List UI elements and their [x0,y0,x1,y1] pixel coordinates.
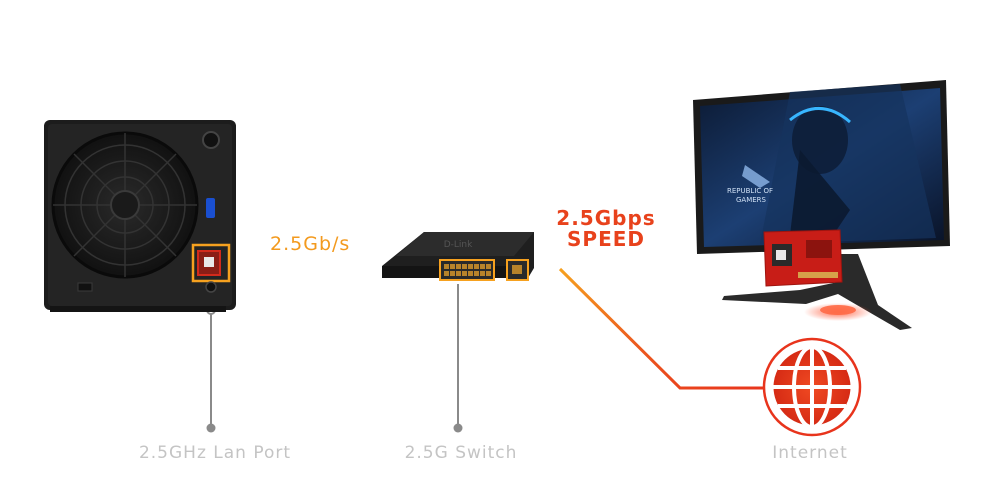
switch-brand-label: D-Link [444,240,473,250]
globe-icon [762,337,862,437]
lan-port-highlight [191,243,231,283]
connection-lines [230,267,790,390]
monitor-speed-line1: 2.5Gbps [556,206,656,230]
monitor-speed-line2: SPEED [567,227,645,251]
switch-to-internet-link [558,267,770,390]
nas-device-icon [44,120,236,312]
gaming-monitor-icon: REPUBLIC OF GAMERS [693,80,950,330]
power-button-icon [202,131,220,149]
switch-ports-highlight [439,259,495,281]
monitor-logo-line1: REPUBLIC OF [727,187,773,195]
switch-caption: 2.5G Switch [404,443,518,463]
lan-port-caption: 2.5GHz Lan Port [138,443,292,463]
nas-link-speed-label: 2.5Gb/s [270,233,351,255]
callout-pins [206,284,463,433]
usb-port-icon [206,198,215,218]
network-switch-icon: D-Link [382,232,534,281]
internet-caption: Internet [772,443,848,463]
monitor-speed-label: 2.5Gbps SPEED [526,208,686,250]
monitor-logo-line2: GAMERS [736,196,767,204]
